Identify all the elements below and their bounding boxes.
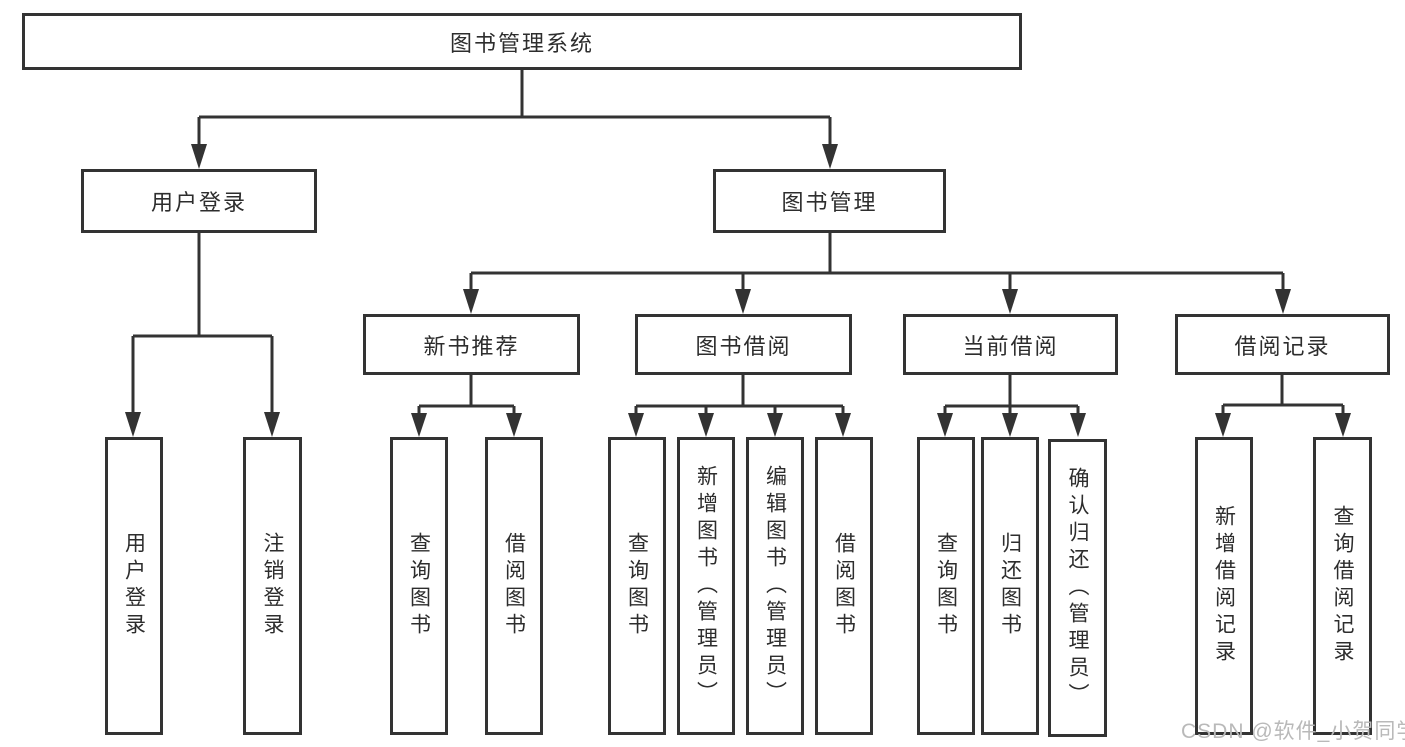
node-user-login: 用户登录	[81, 169, 317, 233]
leaf-label: 归还图书	[998, 532, 1022, 640]
leaf-borrow-books-2: 借阅图书	[815, 437, 873, 735]
leaf-label: 编辑图书（管理员）	[763, 464, 787, 708]
leaf-label: 借阅图书	[832, 532, 856, 640]
csdn-watermark: CSDN @软件_小贺同学	[1181, 720, 1405, 743]
leaf-label: 查询图书	[934, 532, 958, 640]
node-new-book-recommend: 新书推荐	[363, 314, 580, 375]
node-borrow-records: 借阅记录	[1175, 314, 1390, 375]
leaf-query-books-2: 查询图书	[608, 437, 666, 735]
node-library-management-system: 图书管理系统	[22, 13, 1022, 70]
connector-strokes	[131, 70, 1345, 415]
leaf-label: 借阅图书	[502, 532, 526, 640]
leaf-label: 查询图书	[407, 532, 431, 640]
node-current-borrow: 当前借阅	[903, 314, 1118, 375]
leaf-label: 查询图书	[625, 532, 649, 640]
leaf-user-login: 用户登录	[105, 437, 163, 735]
leaf-label: 新增图书（管理员）	[694, 464, 718, 708]
leaf-label: 注销登录	[261, 532, 284, 640]
leaf-confirm-return-admin: 确认归还（管理员）	[1048, 439, 1107, 737]
leaf-edit-books-admin: 编辑图书（管理员）	[746, 437, 804, 735]
leaf-label: 用户登录	[122, 532, 146, 640]
leaf-add-books-admin: 新增图书（管理员）	[677, 437, 735, 735]
leaf-label: 新增借阅记录	[1212, 505, 1236, 667]
leaf-add-borrow-record: 新增借阅记录	[1195, 437, 1253, 735]
leaf-label: 查询借阅记录	[1331, 505, 1354, 667]
leaf-query-borrow-record: 查询借阅记录	[1313, 437, 1372, 735]
node-book-borrow: 图书借阅	[635, 314, 852, 375]
leaf-query-books-1: 查询图书	[390, 437, 448, 735]
leaf-query-books-3: 查询图书	[917, 437, 975, 735]
leaf-return-books: 归还图书	[981, 437, 1039, 735]
leaf-borrow-books-1: 借阅图书	[485, 437, 543, 735]
leaf-label: 确认归还（管理员）	[1066, 466, 1089, 710]
node-book-management: 图书管理	[713, 169, 946, 233]
leaf-logout: 注销登录	[243, 437, 302, 735]
arrowheads	[125, 144, 1351, 437]
